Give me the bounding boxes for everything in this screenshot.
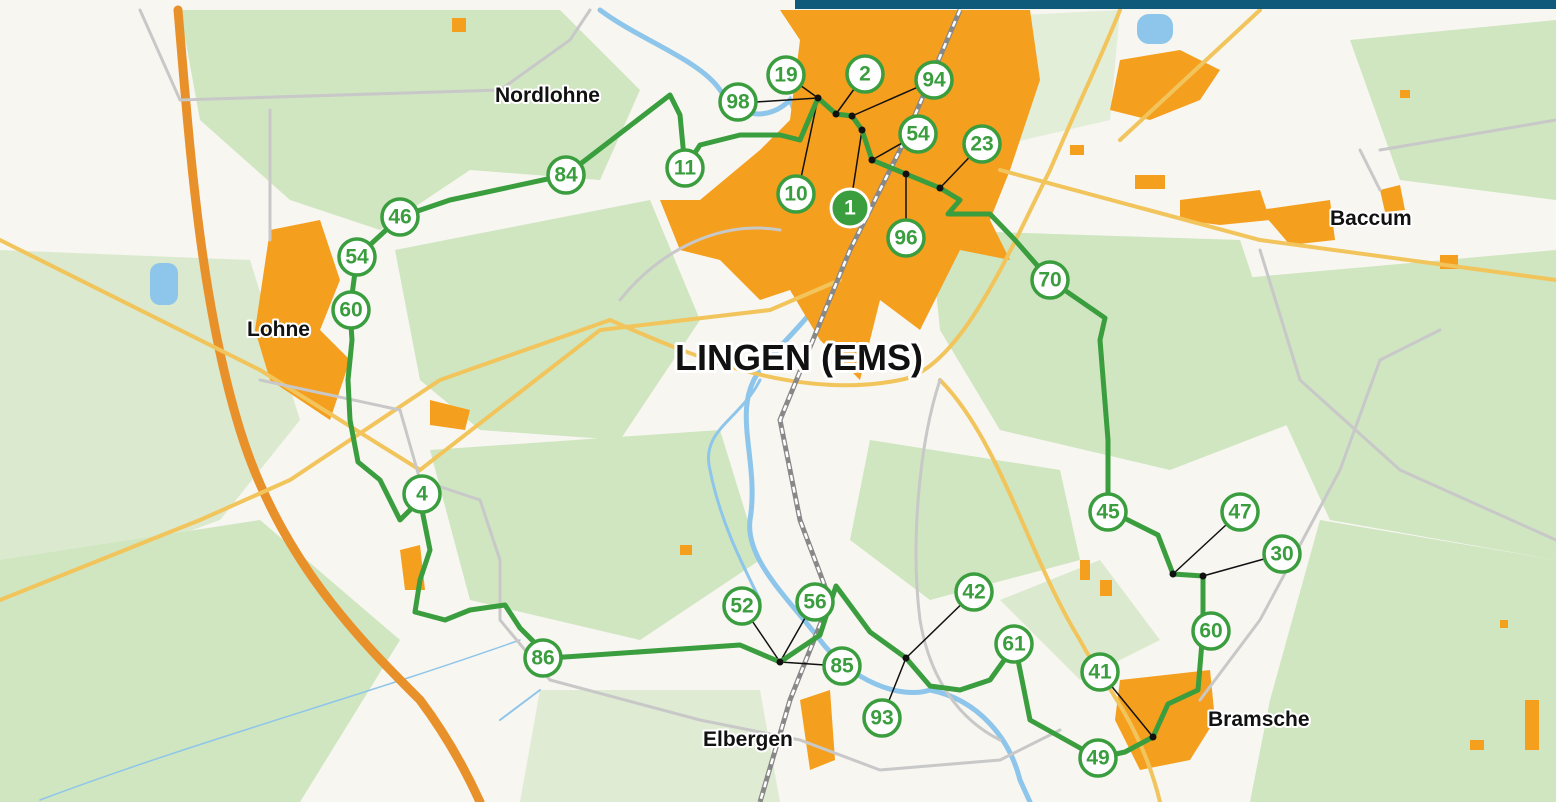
node-marker[interactable]: 23 bbox=[962, 124, 1002, 164]
lakes bbox=[150, 14, 1173, 305]
node-marker[interactable]: 30 bbox=[1262, 534, 1302, 574]
node-label: 23 bbox=[970, 133, 993, 156]
node-label: 45 bbox=[1096, 501, 1120, 524]
node-marker[interactable]: 54 bbox=[898, 114, 938, 154]
node-marker[interactable]: 10 bbox=[776, 174, 816, 214]
node-marker[interactable]: 98 bbox=[718, 82, 758, 122]
node-marker[interactable]: 84 bbox=[546, 155, 586, 195]
place-labels: Nordlohne Lohne LINGEN (EMS) Baccum Elbe… bbox=[245, 82, 1414, 753]
node-marker[interactable]: 85 bbox=[822, 646, 862, 686]
node-marker[interactable]: 86 bbox=[523, 638, 563, 678]
node-label: 10 bbox=[784, 183, 807, 206]
node-label: 86 bbox=[531, 647, 554, 670]
node-label: 94 bbox=[922, 69, 946, 92]
place-label-baccum: Baccum bbox=[1330, 207, 1412, 230]
node-marker[interactable]: 61 bbox=[994, 624, 1034, 664]
node-marker[interactable]: 96 bbox=[886, 218, 926, 258]
node-marker[interactable]: 52 bbox=[722, 586, 762, 626]
node-marker[interactable]: 93 bbox=[862, 698, 902, 738]
node-marker[interactable]: 41 bbox=[1080, 652, 1120, 692]
node-marker[interactable]: 54 bbox=[337, 237, 377, 277]
node-marker[interactable]: 94 bbox=[914, 60, 954, 100]
node-label: 98 bbox=[726, 91, 750, 114]
start-node-marker[interactable]: 1 bbox=[829, 187, 871, 229]
cycling-route-line[interactable] bbox=[345, 92, 1206, 761]
node-label: 96 bbox=[894, 227, 917, 250]
place-label-bramsche: Bramsche bbox=[1208, 708, 1310, 731]
place-label-lingen: LINGEN (EMS) bbox=[675, 337, 923, 378]
node-label: 4 bbox=[416, 483, 428, 506]
node-label: 84 bbox=[554, 164, 578, 187]
node-markers: 19 2 94 98 54 23 11 84 10 1 96 46 54 70 … bbox=[331, 54, 1302, 778]
node-marker[interactable]: 11 bbox=[665, 148, 705, 188]
node-label: 52 bbox=[730, 595, 753, 618]
node-label: 56 bbox=[803, 591, 826, 614]
node-label: 60 bbox=[1199, 620, 1222, 643]
node-label: 49 bbox=[1086, 747, 1109, 770]
node-label: 61 bbox=[1002, 633, 1026, 656]
node-marker[interactable]: 70 bbox=[1030, 260, 1070, 300]
header-bar bbox=[795, 0, 1556, 9]
node-marker[interactable]: 42 bbox=[954, 572, 994, 612]
start-node-label: 1 bbox=[844, 197, 856, 220]
route-points bbox=[776, 94, 1207, 741]
node-label: 70 bbox=[1038, 269, 1061, 292]
node-marker[interactable]: 45 bbox=[1088, 492, 1128, 532]
node-marker[interactable]: 2 bbox=[845, 54, 885, 94]
node-label: 60 bbox=[339, 299, 362, 322]
node-marker[interactable]: 4 bbox=[402, 474, 442, 514]
place-label-elbergen: Elbergen bbox=[703, 728, 793, 751]
node-marker[interactable]: 46 bbox=[380, 197, 420, 237]
node-marker[interactable]: 60 bbox=[1191, 611, 1231, 651]
node-label: 85 bbox=[830, 655, 854, 678]
node-label: 19 bbox=[774, 64, 797, 87]
node-label: 11 bbox=[674, 157, 697, 180]
motorway bbox=[173, 5, 485, 802]
forest-areas bbox=[0, 10, 1556, 802]
place-label-lohne: Lohne bbox=[247, 318, 310, 341]
node-label: 30 bbox=[1270, 543, 1293, 566]
node-label: 54 bbox=[345, 246, 369, 269]
node-label: 2 bbox=[859, 63, 871, 86]
node-marker[interactable]: 49 bbox=[1078, 738, 1118, 778]
node-marker[interactable]: 19 bbox=[766, 55, 806, 95]
node-label: 41 bbox=[1088, 661, 1112, 684]
node-label: 47 bbox=[1228, 501, 1251, 524]
node-label: 46 bbox=[388, 206, 411, 229]
main-roads bbox=[0, 8, 1556, 802]
node-marker[interactable]: 56 bbox=[795, 582, 835, 622]
node-label: 42 bbox=[962, 581, 985, 604]
node-label: 93 bbox=[870, 707, 893, 730]
node-marker[interactable]: 60 bbox=[331, 290, 371, 330]
node-marker[interactable]: 47 bbox=[1220, 492, 1260, 532]
place-label-nordlohne: Nordlohne bbox=[495, 84, 600, 107]
node-label: 54 bbox=[906, 123, 930, 146]
